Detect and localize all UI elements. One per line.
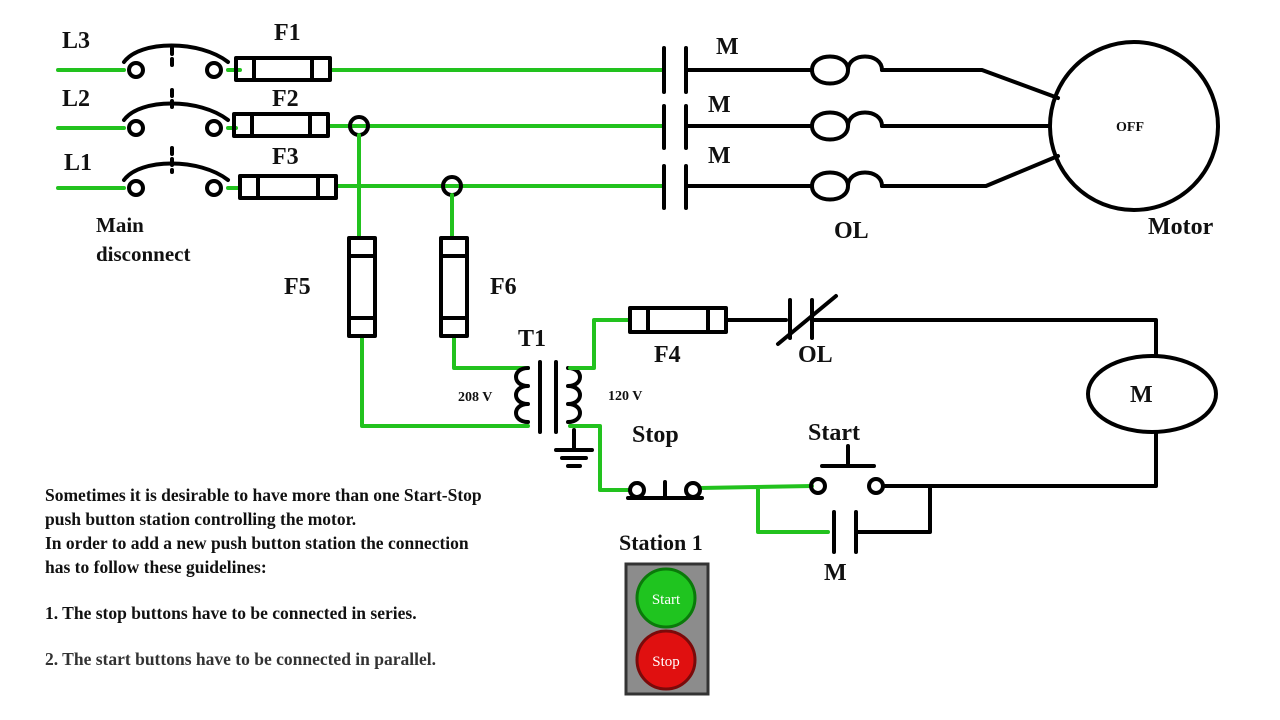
main-disconnect-label-1: Main — [96, 213, 144, 237]
f4-label: F4 — [654, 342, 681, 368]
seal-in-contact-m — [832, 484, 932, 554]
l2-label: L2 — [62, 86, 90, 112]
m-contact-label-2: M — [708, 92, 731, 118]
fuse-f3 — [238, 174, 338, 200]
t1-label: T1 — [518, 326, 546, 352]
f3-label: F3 — [272, 144, 299, 170]
ground-symbol — [554, 428, 594, 468]
ol-heater-label: OL — [834, 218, 869, 244]
f2-label: F2 — [272, 86, 299, 112]
m-contact-label-1: M — [716, 34, 739, 60]
note-line-2: push button station controlling the moto… — [45, 509, 357, 529]
note-line-4: has to follow these guidelines: — [45, 557, 267, 577]
fuse-f4 — [628, 306, 788, 334]
line-l2 — [56, 124, 664, 130]
note-line-1: Sometimes it is desirable to have more t… — [45, 485, 482, 505]
station-start-button[interactable] — [635, 567, 697, 629]
seal-contact-label: M — [824, 560, 847, 586]
stop-label: Stop — [632, 422, 679, 448]
l1-label: L1 — [64, 150, 92, 176]
ol-contact — [776, 294, 1158, 358]
start-label: Start — [808, 420, 860, 446]
f1-label: F1 — [274, 20, 301, 46]
station-panel — [624, 562, 710, 696]
main-disconnect-label-2: disconnect — [96, 242, 191, 266]
secondary-voltage-label: 120 V — [608, 389, 642, 404]
note-line-3: In order to add a new push button statio… — [45, 533, 469, 553]
motor-status-label: OFF — [1116, 120, 1144, 135]
stop-pushbutton — [626, 480, 704, 500]
m-contact-label-3: M — [708, 143, 731, 169]
main-contacts-m — [662, 46, 814, 210]
station-start-text: Start — [652, 592, 681, 608]
station-stop-text: Stop — [652, 654, 680, 670]
f5-label: F5 — [284, 274, 311, 300]
motor-label: Motor — [1148, 214, 1214, 240]
control-tap-wires — [348, 115, 530, 428]
coil-label: M — [1130, 382, 1153, 408]
fuse-f6 — [439, 236, 469, 338]
ol-contact-label: OL — [798, 342, 833, 368]
rule-parallel: 2. The start buttons have to be connecte… — [45, 649, 436, 669]
transformer-t1 — [514, 360, 582, 434]
rule-series: 1. The stop buttons have to be connected… — [45, 603, 417, 623]
fuse-f2 — [232, 112, 330, 138]
fuse-f5 — [347, 236, 377, 338]
main-disconnect — [122, 43, 230, 197]
motor — [1048, 40, 1220, 212]
l3-label: L3 — [62, 28, 90, 54]
station-stop-button[interactable] — [635, 629, 697, 691]
start-pushbutton — [809, 444, 885, 495]
coil-m — [882, 354, 1218, 488]
primary-voltage-label: 208 V — [458, 390, 492, 405]
fuse-f1 — [234, 56, 332, 82]
overload-heaters — [810, 54, 1060, 202]
control-secondary-wires — [568, 318, 830, 534]
station-label: Station 1 — [619, 530, 703, 555]
f6-label: F6 — [490, 274, 517, 300]
